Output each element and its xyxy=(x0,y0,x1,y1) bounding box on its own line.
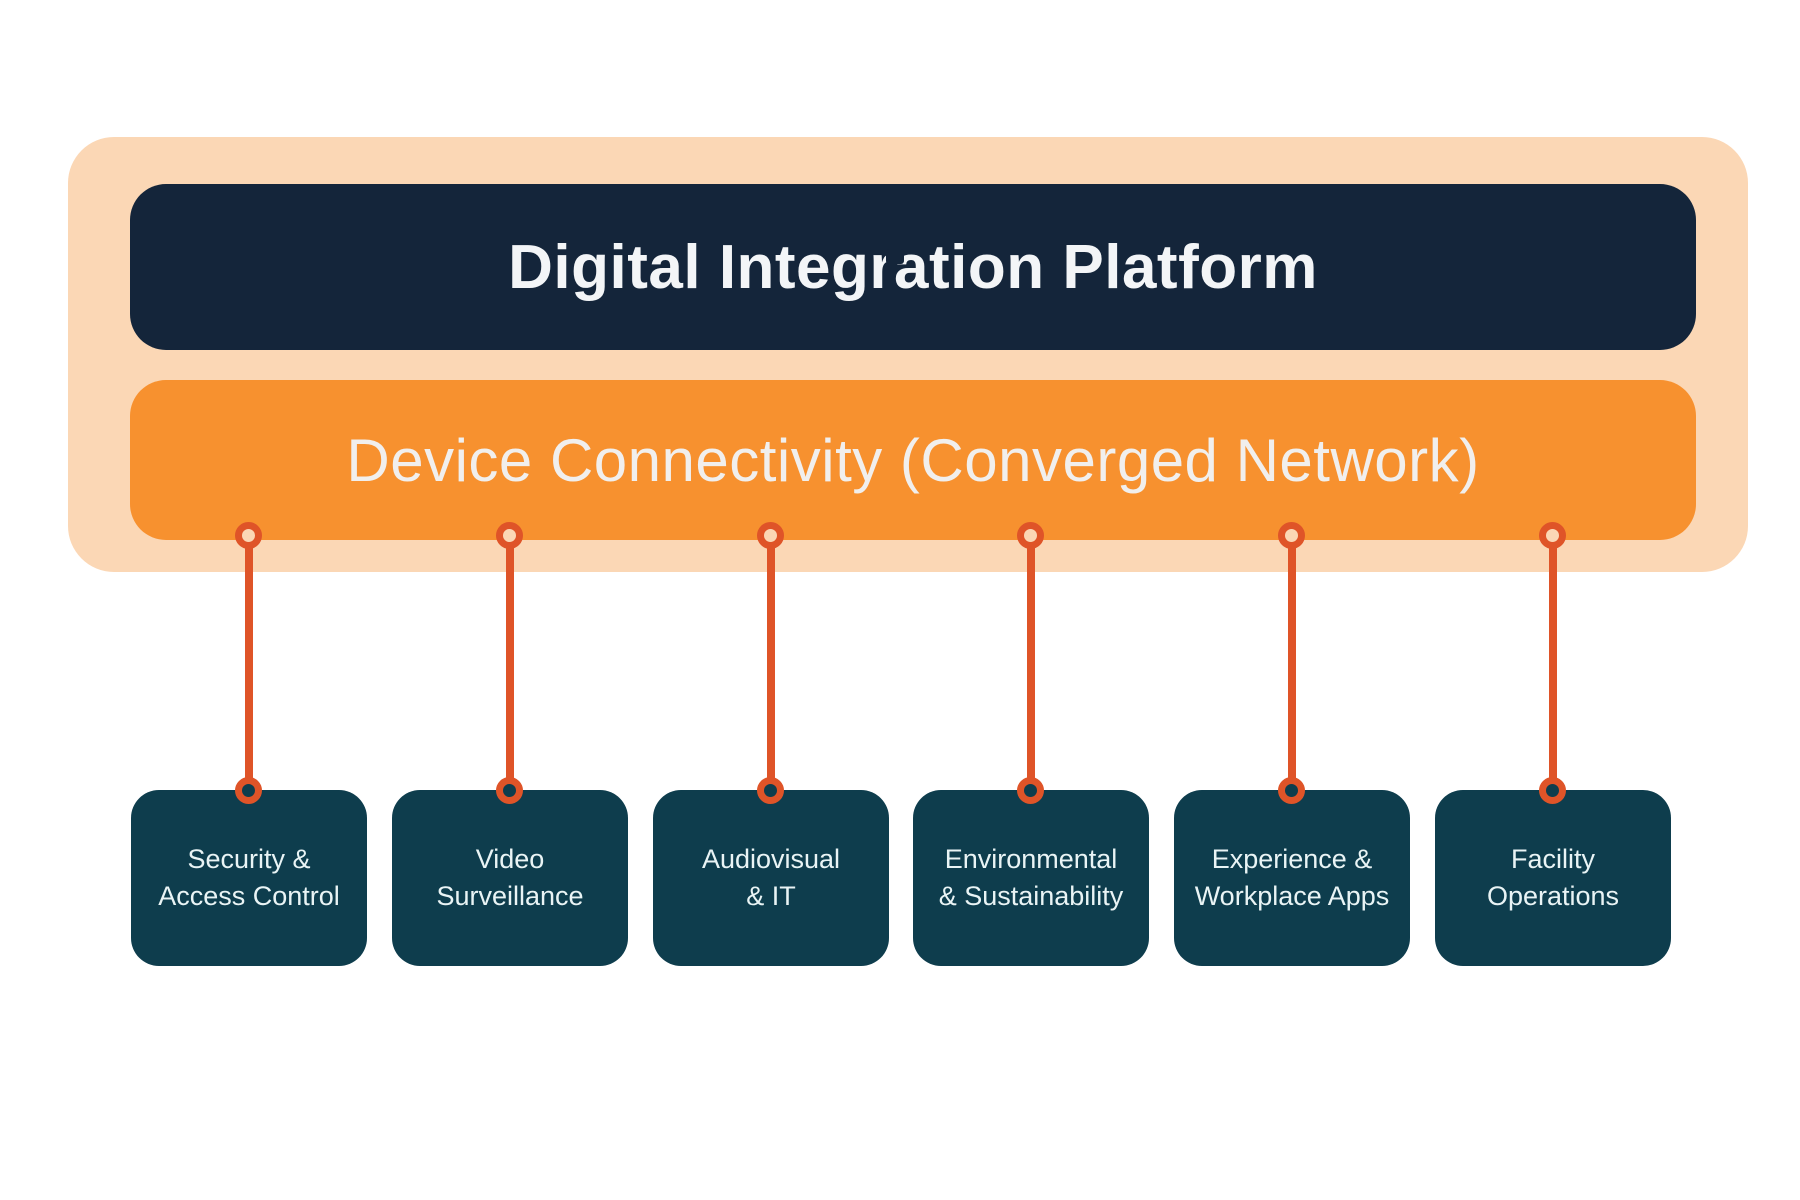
node-label-line: Video xyxy=(475,844,545,874)
node-environmental-sustainability: Environmental & Sustainability xyxy=(913,790,1149,966)
node-audiovisual-it: Audiovisual & IT xyxy=(653,790,889,966)
node-label-line: Facility xyxy=(1510,844,1595,874)
node-security-access-control: Security & Access Control xyxy=(131,790,367,966)
connector-ring-bottom xyxy=(1539,777,1566,804)
connector-ring-bottom xyxy=(1278,777,1305,804)
node-facility-operations: Facility Operations xyxy=(1435,790,1671,966)
platform-title: Digital Integration Platform xyxy=(508,232,1318,302)
node-label-line: Environmental xyxy=(944,844,1118,874)
connector-ring-bottom xyxy=(757,777,784,804)
connector-line xyxy=(1288,536,1296,791)
connector-line xyxy=(245,536,253,791)
connector-ring-top xyxy=(757,522,784,549)
connector-ring-top xyxy=(1017,522,1044,549)
node-label-line: Workplace Apps xyxy=(1194,881,1390,911)
node-label-line: Surveillance xyxy=(436,881,584,911)
node-label-line: Access Control xyxy=(158,881,340,911)
connector-line xyxy=(1027,536,1035,791)
title-artifact-mark xyxy=(886,249,904,264)
connector-ring-top xyxy=(235,522,262,549)
digital-integration-platform-bar: Digital Integration Platform xyxy=(130,184,1696,350)
connector-ring-top xyxy=(496,522,523,549)
connector-ring-bottom xyxy=(1017,777,1044,804)
node-label-line: & Sustainability xyxy=(938,881,1124,911)
connector-line xyxy=(1549,536,1557,791)
connector-line xyxy=(767,536,775,791)
connector-line xyxy=(506,536,514,791)
node-experience-workplace-apps: Experience & Workplace Apps xyxy=(1174,790,1410,966)
connector-ring-bottom xyxy=(496,777,523,804)
node-label-line: Operations xyxy=(1486,881,1620,911)
connector-ring-top xyxy=(1539,522,1566,549)
connector-ring-top xyxy=(1278,522,1305,549)
node-label-line: Security & xyxy=(187,844,311,874)
node-label-line: Audiovisual xyxy=(701,844,841,874)
network-bar-label: Device Connectivity (Converged Network) xyxy=(346,426,1480,494)
node-label-line: Experience & xyxy=(1211,844,1373,874)
connector-ring-bottom xyxy=(235,777,262,804)
node-video-surveillance: Video Surveillance xyxy=(392,790,628,966)
node-label-line: & IT xyxy=(746,881,796,911)
device-connectivity-bar: Device Connectivity (Converged Network) xyxy=(130,380,1696,540)
